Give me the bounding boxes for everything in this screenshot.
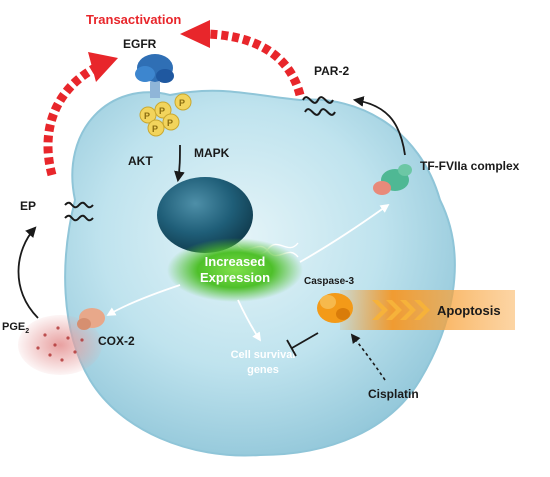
expression-glow [167,238,303,302]
caspase3-enzyme-icon [317,293,353,323]
egfr-label: EGFR [123,37,157,51]
cisplatin-label: Cisplatin [368,387,419,401]
transactivation-arrow-left [43,52,118,177]
phospho-groups: P P P P P [139,93,192,137]
apoptosis-chevrons [372,300,430,320]
tf-fviia-complex-icon [373,164,412,195]
transactivation-label: Transactivation [86,12,181,27]
pge2-base: PGE [2,321,25,333]
ep-receptor-icon [64,201,94,222]
caspase3-label: Caspase-3 [304,276,354,287]
phospho-label-5: P [179,98,185,108]
pge-dots [36,326,84,362]
pge-to-ep-arrow [17,226,39,319]
phospho-label-3: P [167,118,173,128]
pge2-label: PGE2 [2,321,29,335]
ep-label: EP [20,199,36,213]
apoptosis-label: Apoptosis [437,303,501,318]
increased-label-line2: Expression [200,270,270,285]
pge2-subscript: 2 [25,328,29,335]
tf-fviia-label: TF-FVIIa complex [420,159,520,173]
akt-mapk-arrow [174,144,185,183]
arrow-to-cox2 [106,284,181,316]
cell-survival-label-line1: Cell survival [231,349,296,361]
pge-cloud [18,315,102,375]
cox2-label: COX-2 [98,334,135,348]
cox2-enzyme-icon [77,308,105,330]
arrow-to-tf [299,203,390,263]
par2-label: PAR-2 [314,64,349,78]
phospho-label-1: P [144,111,150,121]
par2-receptor-icon [302,96,336,116]
phospho-label-4: P [152,124,158,134]
transactivation-arrow-right [180,20,305,97]
nucleus [157,177,253,253]
cisplatin-arrow [350,333,386,381]
mapk-label: MAPK [194,146,230,160]
survival-inhibits-caspase [286,332,319,357]
egfr-receptor-icon [135,54,174,98]
increased-label-line1: Increased [205,254,266,269]
arrow-to-survival [237,299,261,342]
tf-to-par2-arrow [352,96,406,156]
phospho-label-2: P [159,106,165,116]
akt-label: AKT [128,154,153,168]
cell-survival-label-line2: genes [247,364,279,376]
